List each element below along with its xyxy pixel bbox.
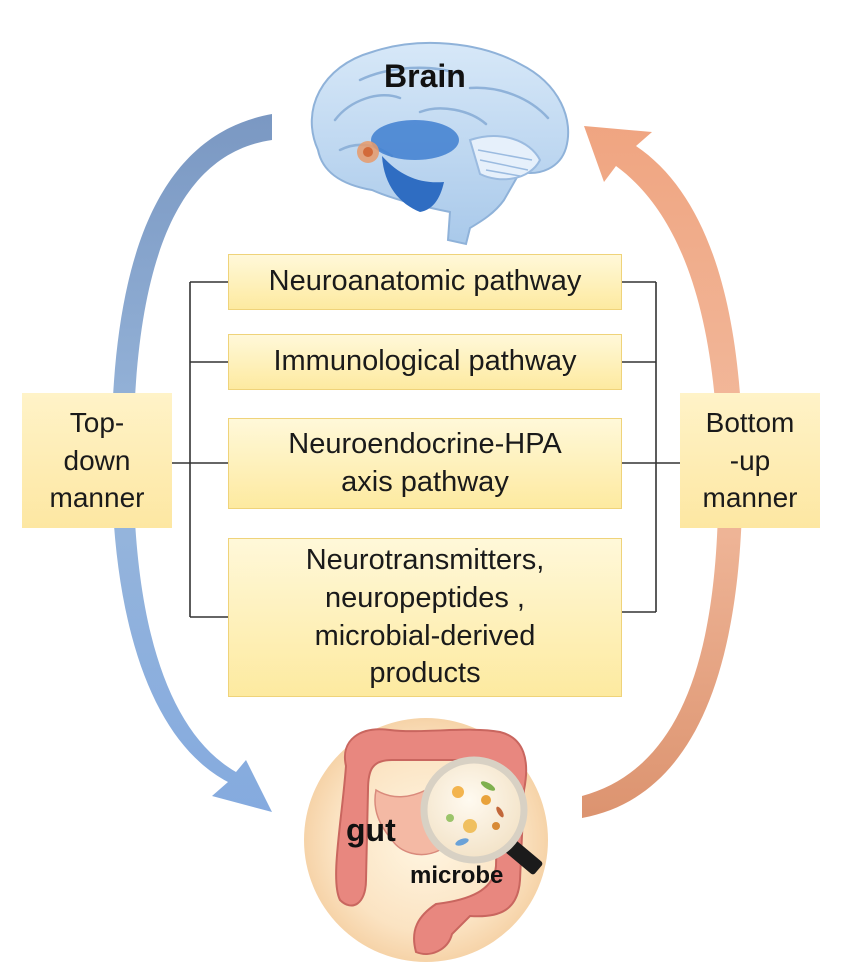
top-down-manner-box: Top- down manner [22,393,172,528]
microbe-label: microbe [410,862,504,889]
bottom-up-manner-box: Bottom -up manner [680,393,820,528]
pathway-box-neurotransmitters: Neurotransmitters, neuropeptides , micro… [228,538,622,697]
pathway-box-immunological: Immunological pathway [228,334,622,390]
bottom-up-arrow [582,126,743,818]
right-connector-bracket [622,281,680,613]
left-connector-bracket [172,281,228,618]
brain-illustration-icon [310,41,570,246]
brain-label: Brain [384,58,466,94]
pathway-box-neuroendocrine: Neuroendocrine-HPA axis pathway [228,418,622,509]
magnifying-glass-icon [420,756,543,875]
pathway-box-neuroanatomic: Neuroanatomic pathway [228,254,622,310]
top-down-arrow [111,114,273,812]
gut-label: gut [346,812,396,848]
